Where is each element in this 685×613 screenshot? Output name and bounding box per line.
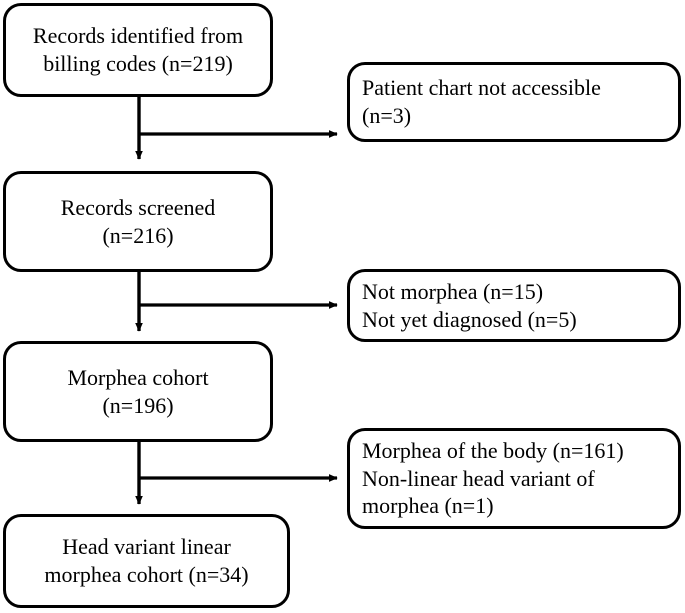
node-line: billing codes (n=219) (43, 51, 233, 76)
node-line: Patient chart not accessible (362, 75, 601, 101)
node-line: (n=216) (102, 222, 174, 248)
node-line: morphea (n=1) (362, 493, 494, 519)
node-not-morphea-not-diagnosed: Not morphea (n=15) Not yet diagnosed (n=… (347, 269, 681, 342)
node-records-screened: Records screened (n=216) (3, 171, 273, 272)
node-chart-not-accessible: Patient chart not accessible (n=3) (347, 62, 681, 142)
node-line: Records screened (60, 194, 216, 220)
node-line: morphea cohort (n=34) (44, 562, 249, 587)
node-head-variant-cohort: Head variant linear morphea cohort (n=34… (3, 514, 290, 608)
node-morphea-body-nonlinear: Morphea of the body (n=161) Non-linear h… (347, 428, 681, 529)
node-line: Not yet diagnosed (n=5) (362, 306, 577, 332)
node-morphea-cohort: Morphea cohort (n=196) (3, 341, 273, 442)
node-line: Head variant linear (62, 534, 231, 560)
node-line: Morphea cohort (67, 364, 209, 390)
node-line: Records identified from (32, 23, 244, 49)
node-line: Morphea of the body (n=161) (362, 437, 624, 463)
node-records-identified: Records identified from billing codes (n… (3, 3, 273, 97)
node-line: Non-linear head variant of (362, 465, 595, 491)
node-line: (n=3) (362, 103, 412, 128)
node-line: (n=196) (102, 392, 174, 418)
node-line: Not morphea (n=15) (362, 278, 544, 304)
